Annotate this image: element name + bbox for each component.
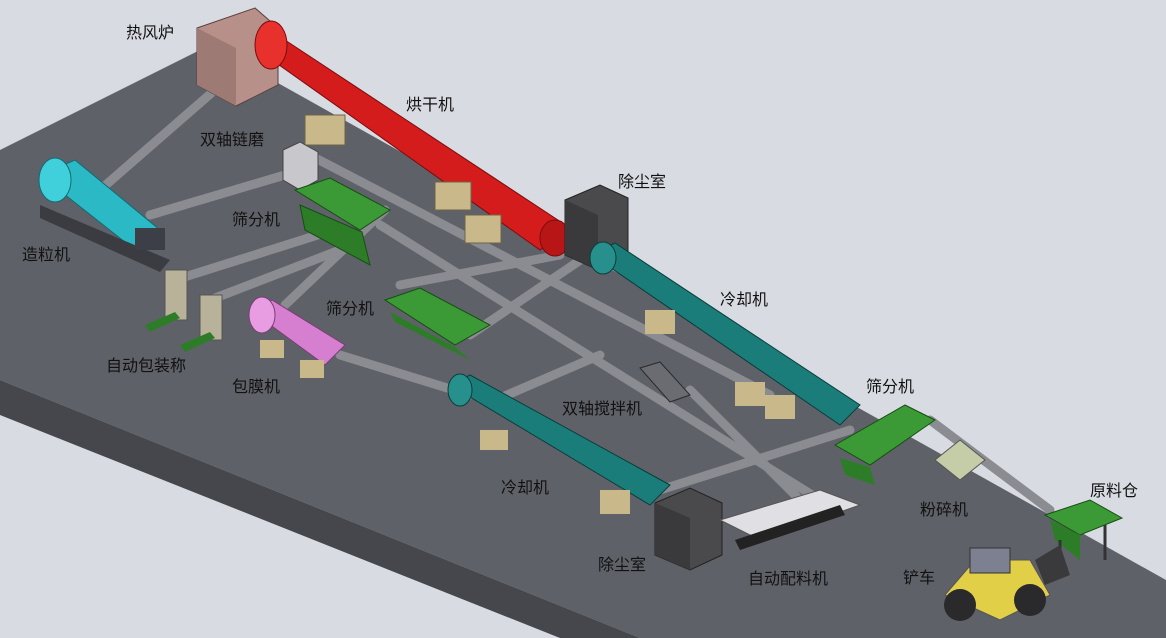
label-screen-top: 筛分机 xyxy=(232,210,280,229)
label-screen-right: 筛分机 xyxy=(866,377,914,396)
platform-top xyxy=(0,45,1166,638)
crusher xyxy=(934,439,986,481)
auto-batching-machine xyxy=(718,489,862,550)
double-shaft-chain-mill xyxy=(282,141,319,191)
label-cooler-top: 冷却机 xyxy=(720,290,768,309)
label-crusher: 粉碎机 xyxy=(920,500,968,519)
label-double-shaft-mixer: 双轴搅拌机 xyxy=(562,399,642,418)
cooler-drum-top xyxy=(589,241,861,426)
coating-machine xyxy=(248,296,346,378)
double-shaft-mixer xyxy=(639,361,691,403)
dust-room-bottom xyxy=(654,487,723,571)
label-dust-room-bottom: 除尘室 xyxy=(598,555,646,574)
platform-front xyxy=(0,380,640,638)
label-auto-packing-scale: 自动包装称 xyxy=(106,356,186,375)
auto-packing-scale xyxy=(145,269,223,352)
cooler-drum-bottom xyxy=(447,373,671,514)
granulator xyxy=(38,157,170,272)
screen-machine-top xyxy=(293,177,391,266)
label-screen-middle: 筛分机 xyxy=(326,299,374,318)
label-dust-room-top: 除尘室 xyxy=(618,172,666,191)
conveyors xyxy=(95,37,1055,515)
label-granulator: 造粒机 xyxy=(22,245,70,264)
screen-machine-right xyxy=(833,404,936,485)
screen-machine-middle xyxy=(383,287,492,360)
label-dryer: 烘干机 xyxy=(406,95,454,114)
label-loader: 铲车 xyxy=(903,568,935,587)
label-cooler-bottom: 冷却机 xyxy=(501,478,549,497)
label-double-shaft-chain-mill: 双轴链磨 xyxy=(200,130,264,149)
label-auto-batching-machine: 自动配料机 xyxy=(748,569,828,588)
dryer-drum xyxy=(254,20,571,257)
label-coating-machine: 包膜机 xyxy=(232,377,280,396)
label-hot-air-stove: 热风炉 xyxy=(126,23,174,42)
label-raw-material-bin: 原料仓 xyxy=(1090,481,1138,500)
loader xyxy=(944,545,1070,621)
